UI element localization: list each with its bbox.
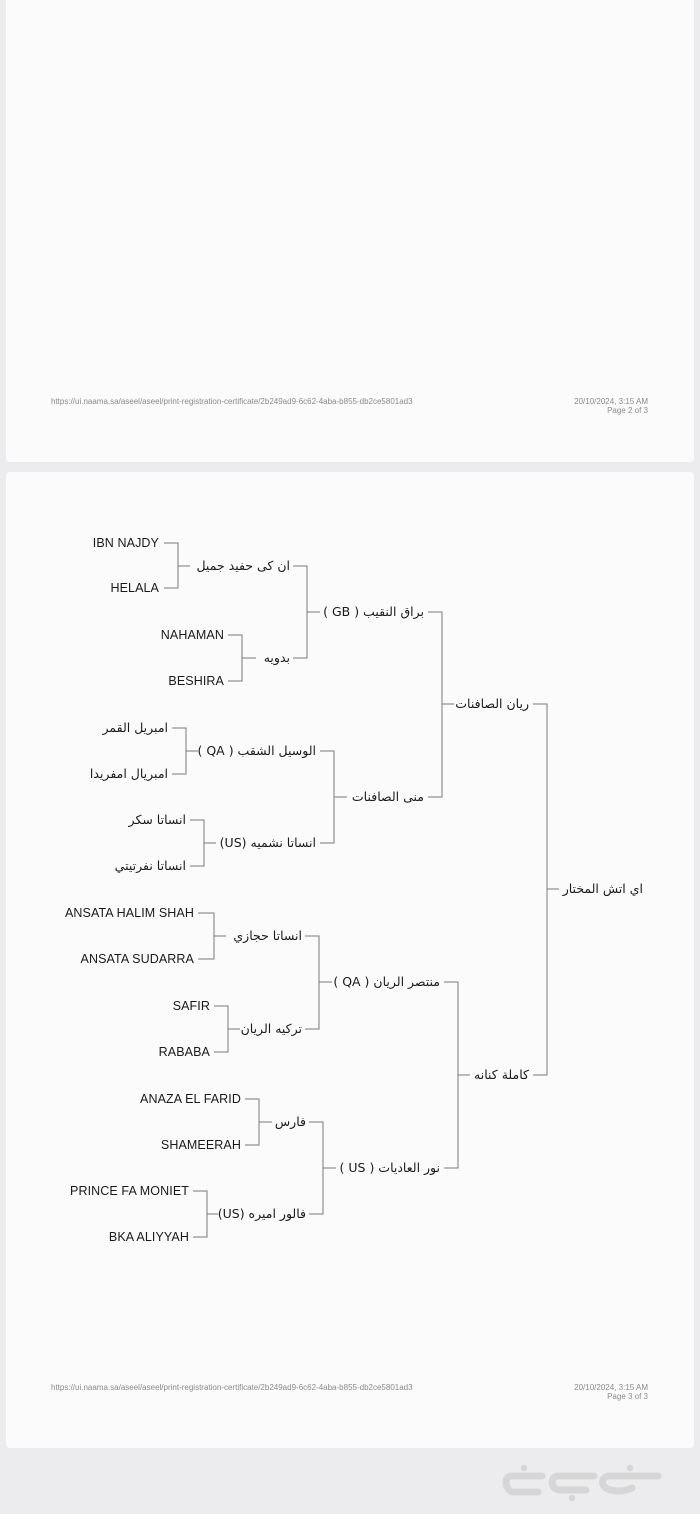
page-3-sheet: https://ui.naama.sa/aseel/aseel/print-re… (6, 472, 694, 1448)
grandsire-maternal: منتصر الريان ( QA ) (333, 974, 440, 989)
ancestor-gen4-14: SHAMEERAH (160, 1138, 241, 1152)
sire-name: ريان الصافنات (455, 696, 529, 711)
ancestor-gen4-10: ANSATA SUDARRA (80, 952, 194, 966)
ancestor-gen3-4: انساتا نشميه (US) (219, 835, 316, 850)
ancestor-gen3-1: ان كى حفيد جميل (196, 558, 290, 573)
ancestor-gen4-1: IBN NAJDY (92, 536, 159, 550)
granddam-maternal: نور العاديات ( US ) (339, 1160, 440, 1175)
ancestor-gen3-2: بدويه (263, 650, 290, 665)
ancestor-gen3-6: تركيه الريان (240, 1021, 302, 1036)
ancestor-gen4-15: PRINCE FA MONIET (70, 1184, 189, 1198)
footer-page-number: Page 2 of 3 (607, 406, 648, 415)
ancestor-gen4-4: BESHIRA (168, 674, 224, 688)
page-2-sheet: https://ui.naama.sa/aseel/aseel/print-re… (6, 0, 694, 462)
dam-name: كاملة كنانه (474, 1067, 529, 1082)
ancestor-gen3-8: فالور اميره (US) (217, 1206, 306, 1221)
ancestor-gen4-12: RABABA (158, 1045, 210, 1059)
ancestor-gen4-5: امبريل القمر (102, 720, 169, 735)
ancestor-gen4-8: انساتا نفرتيتي (114, 858, 186, 873)
ancestor-gen4-6: امبريال امفريدا (89, 766, 168, 781)
footer-url: https://ui.naama.sa/aseel/aseel/print-re… (51, 1383, 413, 1392)
footer-url: https://ui.naama.sa/aseel/aseel/print-re… (51, 397, 413, 406)
ancestor-gen4-7: انساتا سكر (128, 812, 186, 827)
ancestor-gen4-11: SAFIR (172, 999, 210, 1013)
footer-date: 20/10/2024, 3:15 AM (574, 397, 648, 406)
footer-page-number: Page 3 of 3 (607, 1392, 648, 1401)
footer-date: 20/10/2024, 3:15 AM (574, 1383, 648, 1392)
haraj-watermark-logo (498, 1462, 666, 1502)
ancestor-gen4-9: ANSATA HALIM SHAH (64, 906, 194, 920)
ancestor-gen3-7: فارس (274, 1114, 306, 1129)
ancestor-gen4-3: NAHAMAN (160, 628, 224, 642)
granddam-paternal: منى الصافنات (351, 789, 424, 804)
ancestor-gen4-2: HELALA (110, 581, 159, 595)
horse-name: اي اتش المختار (562, 881, 643, 896)
ancestor-gen4-13: ANAZA EL FARID (140, 1092, 241, 1106)
ancestor-gen3-5: انساتا حجازي (233, 928, 302, 943)
grandsire-paternal: براق النقيب ( GB ) (323, 604, 424, 619)
ancestor-gen3-3: الوسيل الشقب ( QA ) (197, 743, 316, 758)
ancestor-gen4-16: BKA ALIYYAH (108, 1230, 189, 1244)
